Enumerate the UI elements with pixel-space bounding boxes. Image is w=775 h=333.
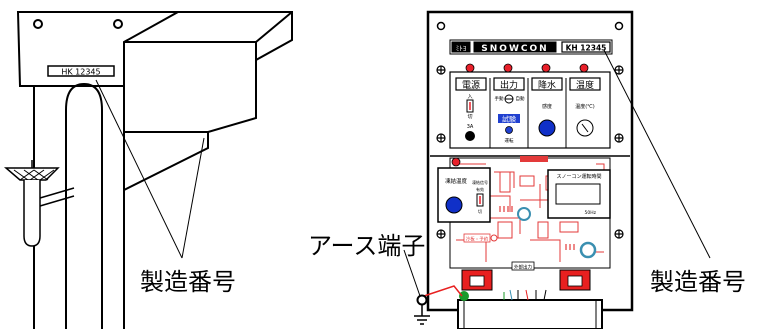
power-on-label: 入 xyxy=(467,94,472,100)
pcb-pad-2 xyxy=(579,241,597,259)
sensor-nameplate-text: HK 12345 xyxy=(61,68,100,77)
brand-name-box xyxy=(473,41,557,53)
sensor-screw-left xyxy=(33,19,43,29)
output-auto-label: 自動 xyxy=(516,95,525,102)
sensor-unit xyxy=(3,11,293,329)
pcb-pad-1 xyxy=(517,207,531,221)
indicator-lamp-temp xyxy=(579,63,589,73)
earth-terminal-screw xyxy=(416,294,428,306)
temp-setting-label: 温度(℃) xyxy=(575,103,595,110)
header-precip: 降水 xyxy=(538,79,556,91)
header-power: 電源 xyxy=(462,80,480,91)
fuse-rating: 3A xyxy=(467,124,474,130)
indicator-lamps xyxy=(465,63,589,73)
sensor-nameplate xyxy=(47,65,115,77)
test-label: 試験 xyxy=(502,115,516,124)
control-box-bracket xyxy=(457,299,603,330)
sensor-cone-body xyxy=(23,180,41,247)
header-power-box xyxy=(455,77,487,91)
runtime-display xyxy=(555,183,601,205)
leader-line-right xyxy=(603,49,711,259)
pcb-chip-4 xyxy=(497,221,513,239)
freeze-temp-knob[interactable] xyxy=(445,196,463,214)
sensitivity-label: 感度 xyxy=(542,103,552,110)
leader-lines-left xyxy=(95,79,205,259)
freeze-on-label: 有効 xyxy=(476,186,484,192)
box-plus-screws xyxy=(436,65,624,239)
header-output-box xyxy=(493,77,525,91)
pcb-connector-top xyxy=(520,156,548,162)
brand-band xyxy=(449,39,613,55)
freeze-temp-label: 凍結温度 xyxy=(445,177,468,185)
serial-number-label-left: 製造番号 xyxy=(140,268,236,296)
freeze-signal-label: 凍結信号 xyxy=(472,179,488,185)
pcb-pad-3 xyxy=(490,234,498,242)
brand-logo: ﾐﾄﾖ xyxy=(456,45,467,53)
serial-number-label-right: 製造番号 xyxy=(650,268,746,296)
pcb-chip-1 xyxy=(499,171,511,193)
pcb-chip-6 xyxy=(559,221,579,233)
indicator-lamp-precip xyxy=(541,63,551,73)
test-label-box xyxy=(498,114,520,123)
sensitivity-knob[interactable] xyxy=(538,119,556,137)
brand-name: SNOWCON xyxy=(481,44,548,54)
header-precip-box xyxy=(531,77,563,91)
freeze-off-label: 切 xyxy=(478,208,482,214)
serial-plate-text: KH 12345 xyxy=(566,44,607,53)
pcb-label-text: 外部出力 xyxy=(514,264,532,271)
sensor-cone-lattice xyxy=(13,169,55,181)
box-screw-tl xyxy=(436,21,446,31)
terminal-blocks xyxy=(459,269,591,301)
runtime-title: スノーコン運転時間 xyxy=(556,174,601,180)
header-temp: 温度 xyxy=(576,79,594,91)
pcb-tag-text: 冷板・予約 xyxy=(466,236,489,243)
sensor-screw-right xyxy=(113,19,123,29)
pcb-tag xyxy=(463,233,491,243)
serial-plate-box xyxy=(561,41,611,53)
pcb-chip-2 xyxy=(519,175,535,187)
sensor-hood xyxy=(123,11,293,192)
earth-terminal xyxy=(414,285,463,325)
power-off-label: 切 xyxy=(467,113,472,120)
freeze-panel xyxy=(437,167,491,223)
brand-logo-box xyxy=(451,41,471,53)
test-sub-label: 運転 xyxy=(505,138,514,144)
header-temp-box xyxy=(569,77,601,91)
indicator-lamp-power xyxy=(465,63,475,73)
indicator-lamp-output xyxy=(503,63,513,73)
header-output: 出力 xyxy=(500,79,518,91)
sensor-inner-tube xyxy=(65,82,103,329)
freeze-indicator-lamp xyxy=(451,157,461,167)
terminal-ground-green xyxy=(459,291,469,301)
test-button[interactable] xyxy=(505,126,513,134)
fuse-holder[interactable] xyxy=(465,131,475,141)
sensor-post xyxy=(33,86,125,329)
earth-leader-line xyxy=(403,249,421,297)
earth-terminal-label: アース端子 xyxy=(308,232,425,260)
runtime-frequency: 50Hz xyxy=(585,210,597,216)
pcb-label-box xyxy=(511,261,535,271)
output-manual-label: 手動 xyxy=(495,95,504,102)
pcb-chip-5 xyxy=(537,221,549,239)
sensor-arm xyxy=(39,187,75,207)
box-screw-tr xyxy=(614,21,624,31)
front-panel xyxy=(449,71,611,149)
